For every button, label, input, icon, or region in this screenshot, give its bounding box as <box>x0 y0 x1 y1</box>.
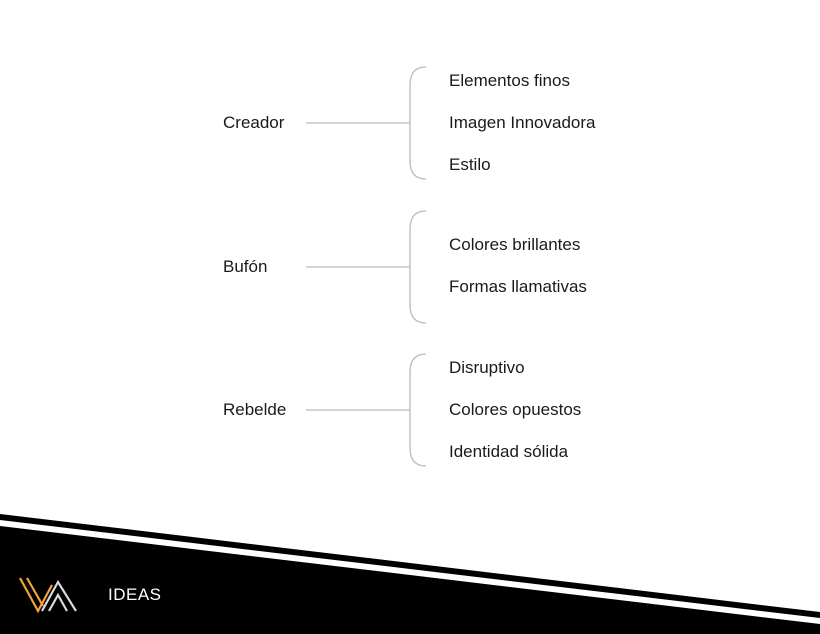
brace-bufon <box>409 210 427 324</box>
category-bufon: Bufón <box>223 257 268 276</box>
item-formas-llamativas: Formas llamativas <box>449 277 587 296</box>
brace-creador <box>409 66 427 180</box>
footer-band-main <box>0 526 820 634</box>
footer-band-top-stripe <box>0 514 820 618</box>
mind-map-diagram: Creador Bufón Rebelde Elementos finos Im… <box>223 66 596 467</box>
item-estilo: Estilo <box>449 155 491 174</box>
item-disruptivo: Disruptivo <box>449 358 525 377</box>
item-elementos-finos: Elementos finos <box>449 71 570 90</box>
category-rebelde: Rebelde <box>223 400 287 419</box>
brand-logo-icon <box>19 577 77 614</box>
item-identidad-solida: Identidad sólida <box>449 442 569 461</box>
footer-title: IDEAS <box>108 585 162 604</box>
brace-rebelde <box>409 353 427 467</box>
item-imagen-innovadora: Imagen Innovadora <box>449 113 596 132</box>
item-colores-opuestos: Colores opuestos <box>449 400 582 419</box>
item-colores-brillantes: Colores brillantes <box>449 235 581 254</box>
category-creador: Creador <box>223 113 285 132</box>
connector-lines <box>306 66 427 467</box>
